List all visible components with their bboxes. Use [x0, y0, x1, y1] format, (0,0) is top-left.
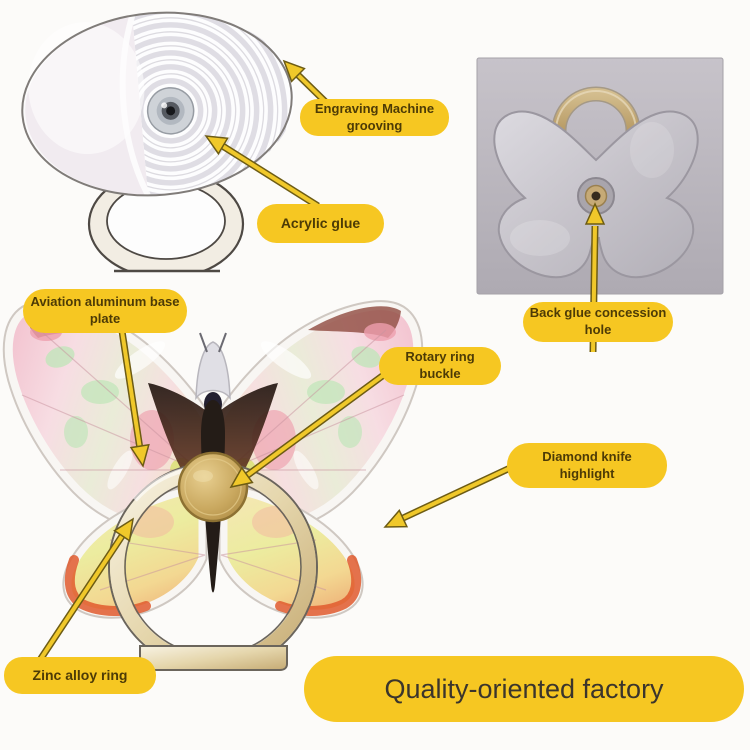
diamond-arrow	[383, 464, 512, 528]
callout-acrylic-glue: Acrylic glue	[257, 204, 384, 243]
protective-film	[25, 14, 151, 197]
rotary-buckle-disc	[177, 451, 249, 523]
rotary-arrow	[229, 371, 388, 489]
callout-zinc-alloy-ring: Zinc alloy ring	[4, 657, 156, 694]
butterfly-ring-holder-photo	[2, 300, 424, 683]
acrylic-disc-photo	[21, 1, 303, 291]
wing-veins	[21, 329, 405, 591]
callout-aviation-aluminum-base-plate: Aviation aluminum base plate	[23, 289, 187, 333]
banner-quality-oriented-factory: Quality-oriented factory	[304, 656, 744, 722]
metal-backplate-photo	[476, 57, 724, 295]
callout-diamond-knife-highlight: Diamond knife highlight	[507, 443, 667, 488]
callout-back-glue-concession-hole: Back glue concession hole	[523, 302, 673, 342]
callout-rotary-ring-buckle: Rotary ring buckle	[379, 347, 501, 385]
acrylic-arrow	[204, 135, 320, 209]
aviation-arrow	[118, 330, 150, 468]
disc-ring	[87, 168, 245, 291]
zinc-arrow	[27, 517, 135, 677]
callout-engraving-machine-grooving: Engraving Machine grooving	[300, 99, 449, 136]
center-rivet	[146, 87, 195, 135]
butterfly-backplate	[493, 110, 699, 279]
